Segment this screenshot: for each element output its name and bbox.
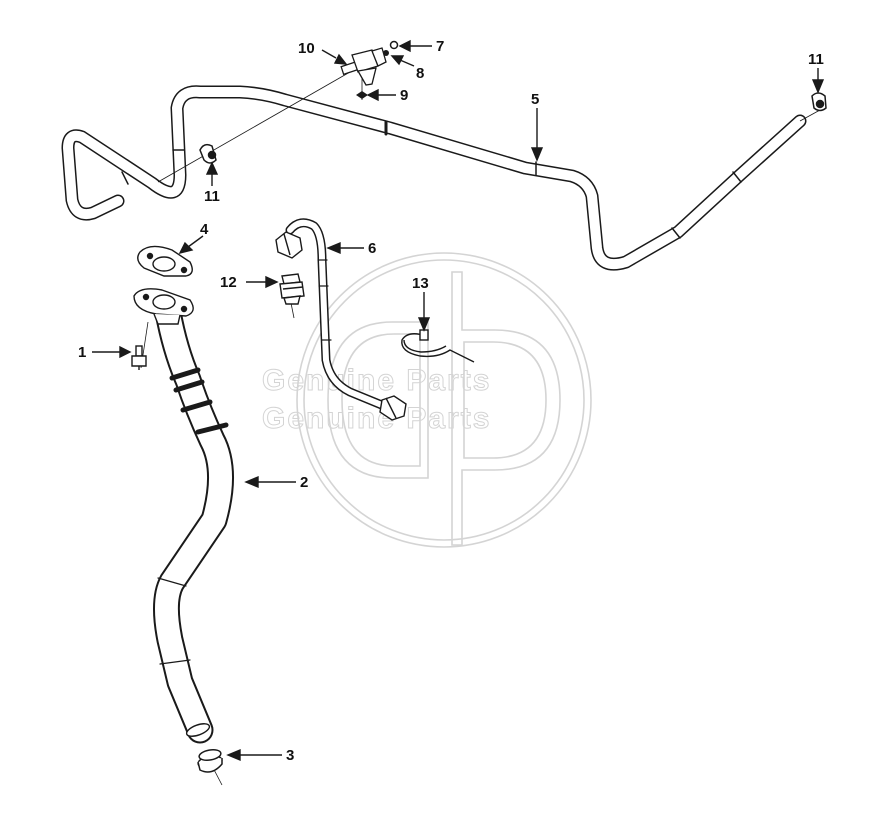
part-6-pipe — [285, 218, 389, 411]
callout-2: 2 — [300, 474, 308, 491]
part-2-tube — [153, 298, 234, 744]
part-8-oring — [383, 50, 389, 56]
callout-11-right: 11 — [808, 51, 824, 68]
part-5-tube — [61, 85, 807, 271]
callout-8: 8 — [416, 65, 424, 82]
callout-10: 10 — [298, 40, 315, 57]
part-10-connector — [340, 47, 387, 86]
callout-11-left: 11 — [204, 188, 220, 205]
part-9-seal — [356, 91, 368, 99]
part-3-clamp-ring — [197, 748, 223, 773]
part-4-gasket — [137, 245, 193, 277]
part-11-clamp-left — [199, 143, 217, 164]
callout-arrows — [92, 39, 825, 762]
part-6-nut-top — [275, 231, 303, 259]
callout-5: 5 — [531, 91, 539, 108]
part-13-cable-tie — [401, 329, 475, 363]
part-2-tube-end — [185, 723, 211, 737]
part-7-washer — [389, 40, 399, 50]
callout-7: 7 — [436, 38, 444, 55]
part-6-nut-bottom — [379, 395, 407, 421]
watermark-logo — [296, 252, 592, 548]
callout-13: 13 — [412, 275, 429, 292]
part-11-clamp-right — [811, 92, 827, 112]
watermark-text: Genuine Parts — [262, 364, 491, 397]
callout-12: 12 — [220, 274, 237, 291]
part-2-flange — [133, 288, 194, 325]
callout-6: 6 — [368, 240, 376, 257]
callout-4: 4 — [200, 221, 209, 238]
callout-1: 1 — [78, 344, 86, 361]
callout-9: 9 — [400, 87, 408, 104]
callout-3: 3 — [286, 747, 294, 764]
part-1-bolt — [131, 345, 147, 370]
part-12-adapter — [279, 273, 305, 305]
